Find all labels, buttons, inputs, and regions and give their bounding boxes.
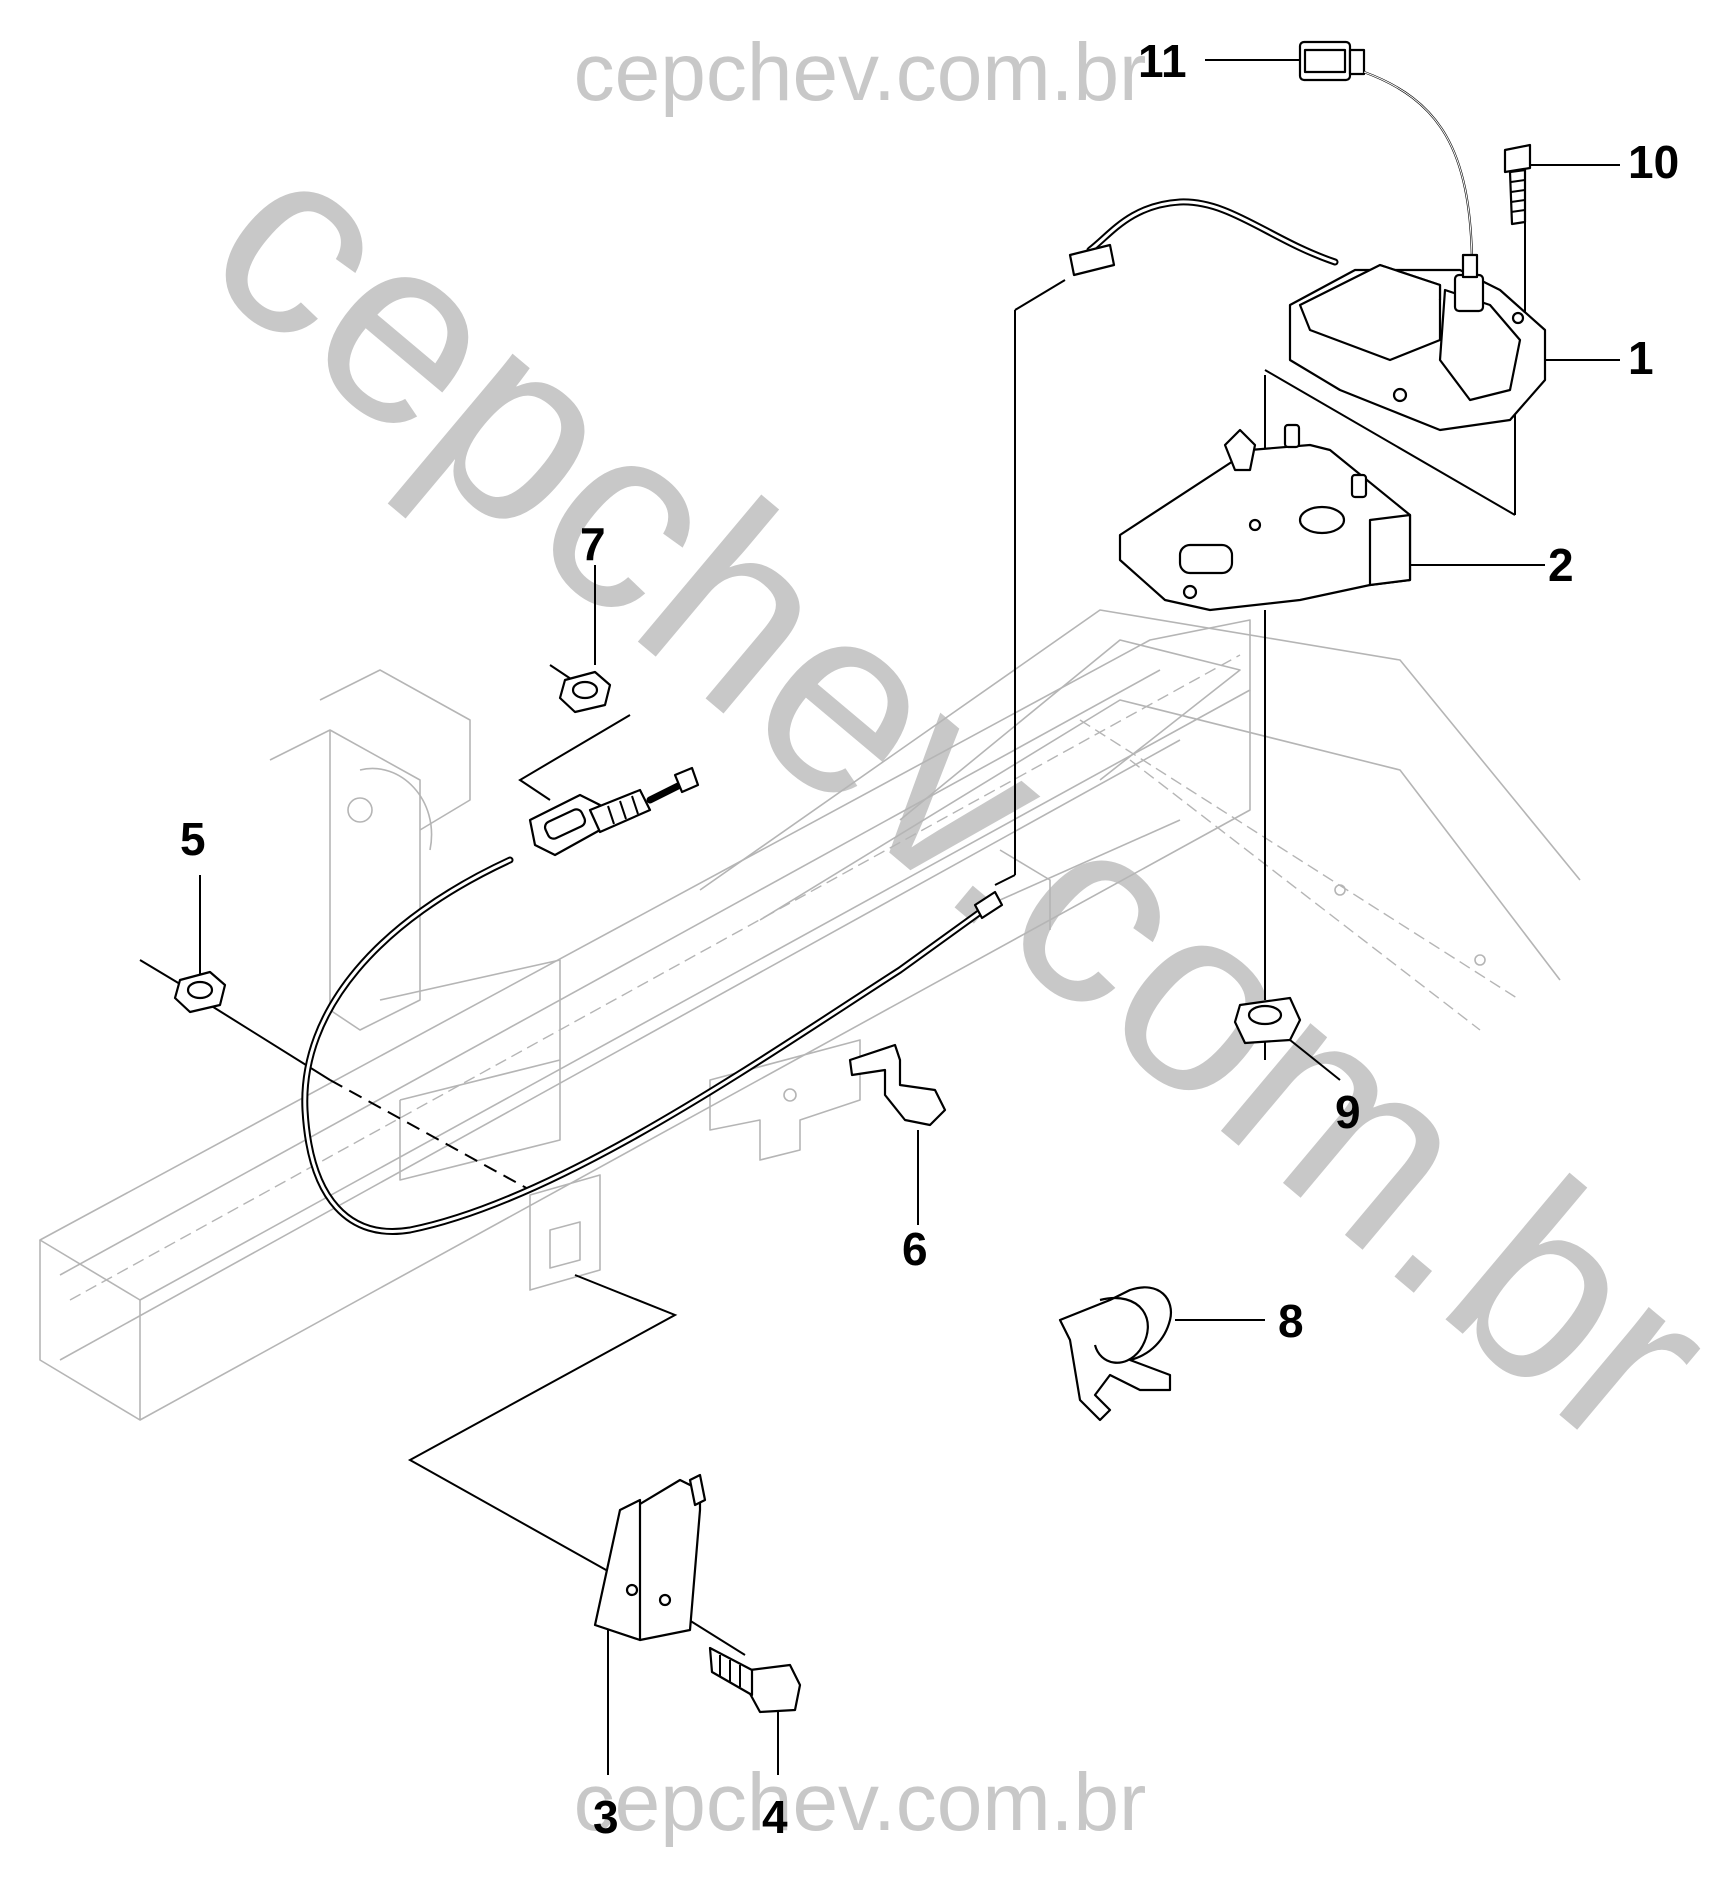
callout-5: 5 <box>180 813 206 865</box>
callout-2: 2 <box>1548 539 1574 591</box>
release-cable <box>301 766 1004 1235</box>
part-11-connector <box>1298 40 1474 261</box>
part-8-clip <box>1058 1286 1173 1422</box>
part-4-bolt <box>708 1646 802 1714</box>
part-5-nut <box>173 970 227 1014</box>
watermark-top: cepchev.com.br <box>574 27 1147 118</box>
part-1-actuator <box>1068 198 1547 432</box>
callout-3: 3 <box>593 1791 619 1843</box>
callout-8: 8 <box>1278 1295 1304 1347</box>
part-2-bracket <box>1118 423 1412 612</box>
watermark-bottom: cepchev.com.br <box>574 1757 1147 1848</box>
part-9-nut <box>1233 996 1302 1045</box>
callout-11: 11 <box>1138 35 1187 87</box>
callout-7: 7 <box>580 518 606 570</box>
callout-6: 6 <box>902 1223 928 1275</box>
part-3-bracket <box>593 1473 707 1642</box>
callout-1: 1 <box>1628 332 1654 384</box>
vehicle-frame <box>39 609 1581 1421</box>
part-6-clip <box>848 1043 947 1127</box>
callout-10: 10 <box>1628 136 1679 188</box>
part-10-bolt <box>1503 143 1532 226</box>
callout-4: 4 <box>762 1791 788 1843</box>
callout-9: 9 <box>1335 1086 1361 1138</box>
part-7-nut <box>558 670 612 714</box>
callout-labels: 11 10 1 2 7 5 9 6 8 3 4 <box>180 35 1679 1843</box>
